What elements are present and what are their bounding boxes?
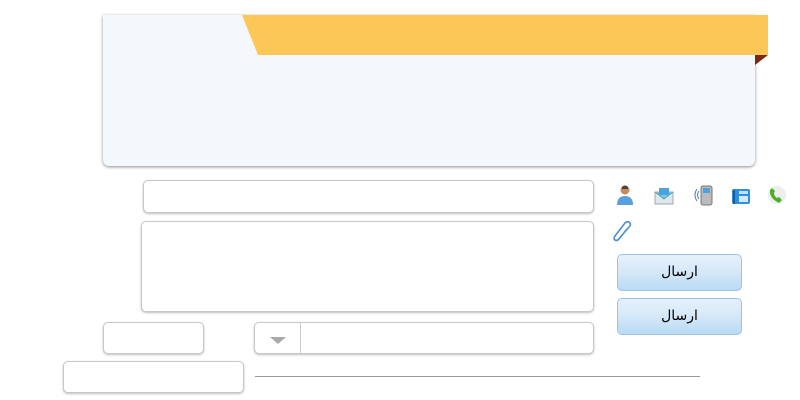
send-button[interactable]: ارسال <box>617 254 742 291</box>
header-banner <box>242 15 768 55</box>
divider <box>255 376 700 377</box>
mail-icon[interactable] <box>653 184 675 206</box>
send-button-secondary[interactable]: ارسال <box>617 298 742 335</box>
paperclip-icon[interactable] <box>611 220 633 243</box>
bottom-input[interactable] <box>63 361 244 393</box>
phone-icon[interactable] <box>765 184 787 206</box>
subject-input[interactable] <box>143 180 594 213</box>
person-icon[interactable] <box>614 184 636 206</box>
fax-icon[interactable] <box>730 184 752 206</box>
mobile-phone-icon[interactable] <box>693 184 715 206</box>
chevron-down-icon[interactable] <box>255 323 301 353</box>
banner-fold <box>755 55 768 65</box>
message-textarea[interactable] <box>141 221 594 312</box>
small-input[interactable] <box>103 322 204 354</box>
recipient-select[interactable] <box>254 322 594 354</box>
